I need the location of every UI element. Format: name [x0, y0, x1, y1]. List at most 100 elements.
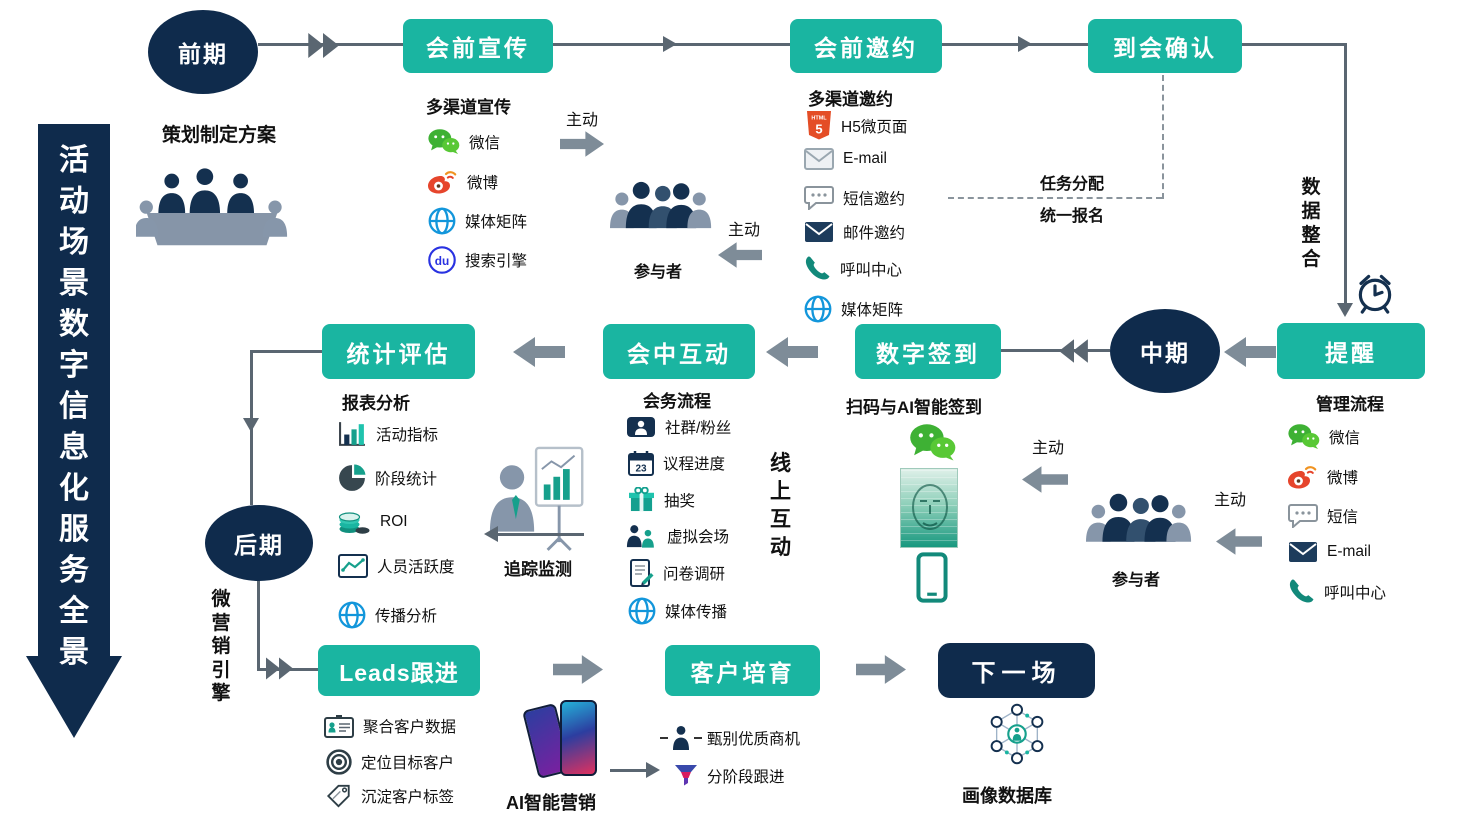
line-chart-icon — [338, 554, 368, 578]
item-label: 媒体矩阵 — [465, 214, 528, 231]
target-icon — [326, 749, 352, 775]
globe-icon — [428, 207, 456, 235]
promo-item-wechat: 微信 — [428, 129, 500, 155]
banner-arrow: 活动场景数字信息化服务全景 — [26, 124, 122, 738]
item-label: 沉淀客户标签 — [361, 789, 455, 806]
item-label: 虚拟会场 — [667, 528, 730, 546]
item-label: 呼叫中心 — [840, 261, 903, 279]
item-label: 分阶段跟进 — [707, 769, 785, 786]
connector — [942, 43, 1088, 46]
flow-box-pre-invitation: 会前邀约 — [790, 19, 942, 73]
tag-icon — [327, 784, 350, 808]
community-icon — [627, 417, 655, 437]
promo-item-search: 搜索引擎 — [428, 246, 527, 274]
invite-item-callcenter: 呼叫中心 — [804, 255, 902, 282]
banner-arrow-body — [38, 124, 110, 656]
virtual-venue-icon — [626, 523, 658, 548]
arrowhead-icon — [243, 418, 259, 432]
report-item-stage-stats: 阶段统计 — [338, 464, 437, 492]
block-arrow-right-icon — [553, 655, 603, 684]
mail-navy-icon — [1288, 541, 1318, 563]
leads-item-target: 定位目标客户 — [326, 749, 454, 775]
invitation-title: 多渠道邀约 — [808, 90, 893, 109]
item-label: E-mail — [1327, 543, 1371, 560]
item-label: 活动指标 — [376, 426, 439, 444]
mail-navy-icon — [804, 221, 834, 243]
funnel-icon — [675, 765, 697, 786]
dash-decoration — [660, 737, 668, 739]
smartphone-icon — [916, 552, 948, 603]
item-label: 呼叫中心 — [1324, 584, 1387, 602]
task-allocation-label: 任务分配 — [1040, 176, 1105, 193]
block-arrow-right-icon — [856, 655, 906, 684]
stage-late: 后期 — [205, 505, 313, 581]
block-arrow-left-icon — [718, 242, 762, 268]
pie-chart-icon — [339, 464, 366, 491]
planning-label: 策划制定方案 — [162, 125, 277, 146]
sms-icon — [804, 186, 834, 210]
data-integration-label: 数据整合 — [1301, 177, 1321, 270]
face-recognition-image — [900, 468, 958, 548]
nurture-item-screen: 甄别优质商机 — [660, 726, 800, 750]
item-label: 定位目标客户 — [361, 755, 455, 772]
manage-item-email: E-mail — [1288, 541, 1371, 563]
block-arrow-left-icon — [766, 337, 818, 367]
item-label: 微信 — [1329, 430, 1361, 447]
meeting-people-icon — [136, 168, 288, 246]
participants-group-icon — [1086, 493, 1192, 542]
weibo-icon — [428, 171, 457, 195]
item-label: 微信 — [469, 135, 501, 152]
promo-item-weibo: 微博 — [428, 168, 498, 195]
wechat-icon — [428, 129, 460, 154]
leads-item-aggregate: 聚合客户数据 — [324, 714, 456, 738]
item-label: 人员活跃度 — [377, 559, 455, 576]
baidu-icon — [428, 246, 456, 274]
fast-backward-icon — [1059, 339, 1088, 363]
promo-item-media: 媒体矩阵 — [428, 207, 527, 235]
weibo-icon — [1288, 466, 1317, 490]
item-label: 媒体矩阵 — [841, 302, 904, 319]
stage-mid: 中期 — [1110, 309, 1220, 393]
manage-item-weibo: 微博 — [1288, 463, 1358, 490]
survey-icon — [630, 559, 654, 587]
item-label: 社群/粉丝 — [665, 420, 732, 437]
block-arrow-left-icon — [1224, 337, 1276, 367]
stage-early: 前期 — [148, 10, 258, 94]
promotion-title: 多渠道宣传 — [426, 98, 511, 117]
arrowhead-icon — [484, 526, 498, 542]
leads-item-tag: 沉淀客户标签 — [325, 783, 454, 809]
item-label: 议程进度 — [663, 456, 726, 473]
block-arrow-right-icon — [560, 131, 604, 157]
agenda-item-virtual-venue: 虚拟会场 — [626, 523, 729, 548]
agenda-title: 会务流程 — [643, 392, 711, 411]
agenda-item-lottery: 抽奖 — [628, 487, 695, 512]
phone-icon — [1289, 579, 1314, 603]
connector — [1344, 43, 1347, 303]
globe-icon — [804, 295, 832, 323]
item-label: ROI — [380, 513, 408, 530]
report-item-roi: ROI — [338, 508, 408, 536]
nurture-item-funnel: 分阶段跟进 — [674, 764, 785, 788]
agenda-item-calendar: 议程进度 — [628, 450, 725, 476]
wechat-icon — [1288, 424, 1320, 449]
active-in-label: 主动 — [728, 222, 761, 239]
tracking-label: 追踪监测 — [504, 560, 572, 579]
alarm-clock-icon — [1358, 274, 1392, 314]
item-label: 聚合客户数据 — [363, 719, 457, 736]
item-label: 媒体传播 — [665, 604, 728, 621]
arrowhead-icon — [663, 36, 677, 52]
manage-item-callcenter: 呼叫中心 — [1288, 578, 1386, 605]
report-item-spread: 传播分析 — [338, 601, 437, 629]
dashdot-connector — [948, 197, 1162, 199]
globe-icon — [628, 597, 656, 625]
invite-item-mail: 邮件邀约 — [804, 221, 905, 243]
presenter-icon — [489, 446, 584, 551]
fast-forward-icon — [266, 657, 293, 680]
person-select-icon — [673, 726, 689, 750]
item-label: 问卷调研 — [663, 566, 726, 583]
dashed-connector — [1162, 75, 1164, 199]
fast-forward-icon — [308, 33, 339, 58]
connector — [1242, 43, 1346, 46]
flow-box-statistics-evaluation: 统计评估 — [322, 324, 475, 379]
coins-icon — [338, 512, 371, 535]
